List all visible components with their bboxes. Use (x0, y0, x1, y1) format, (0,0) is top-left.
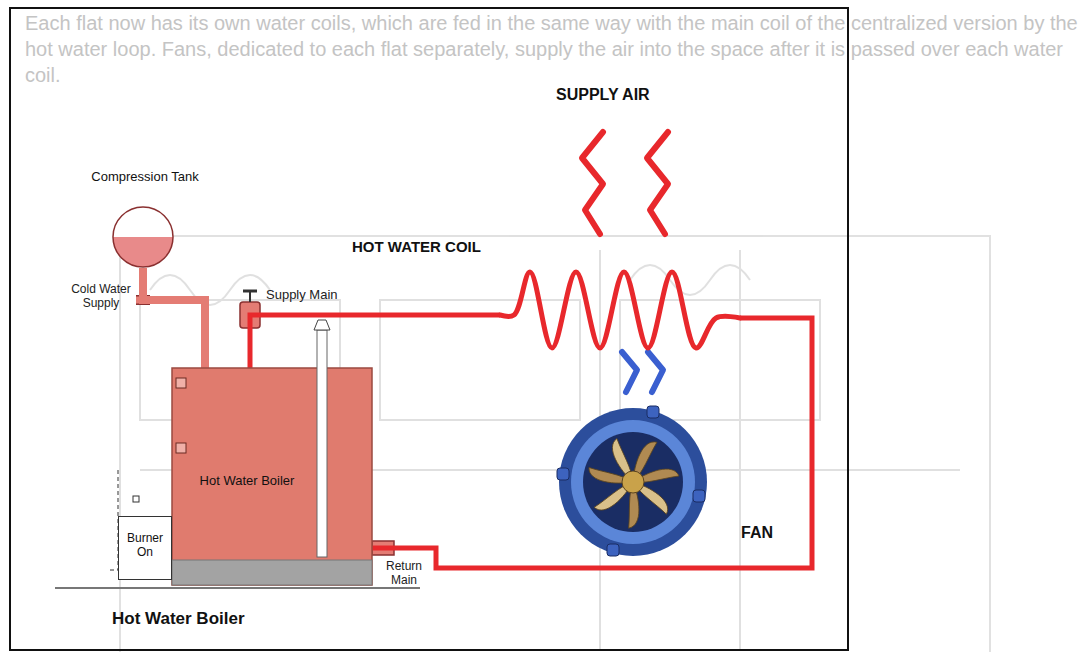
fan-clip (693, 490, 705, 502)
coil-symbol (500, 262, 740, 354)
pipe-label: Return Main (378, 560, 430, 588)
boiler-base (172, 560, 372, 585)
faded-diagram (120, 236, 990, 652)
figure-caption: Hot Water Boiler (112, 609, 332, 629)
tank-node: Compression Tank (70, 170, 223, 268)
fan-housing (559, 408, 707, 556)
floor-line (55, 587, 420, 589)
note-text: Each flat now has its own water coils, w… (25, 10, 1080, 88)
pipe-label: Supply Main (266, 288, 366, 303)
boiler-body (172, 368, 372, 585)
pipe (250, 315, 500, 368)
node-label: HOT WATER COIL (352, 238, 502, 255)
node-label: FAN (741, 524, 797, 542)
tank-outline (113, 207, 173, 267)
pipe-label: Cold Water Supply (70, 283, 132, 311)
fan-clip (647, 406, 659, 418)
fan-node: FAN (545, 400, 800, 565)
fan-clip (557, 468, 569, 480)
fan-hub (622, 471, 644, 493)
node-label: Hot Water Boiler (188, 474, 306, 489)
gauge (176, 443, 186, 453)
fan-shroud (583, 432, 683, 532)
pipe (372, 318, 812, 568)
control-wire (110, 470, 118, 570)
node-label: Compression Tank (70, 170, 220, 185)
boiler-node: Hot Water Boiler (172, 368, 372, 585)
node-label: Burner On (121, 532, 169, 560)
fan (557, 406, 707, 556)
fan-clip (607, 544, 619, 556)
coil-node: HOT WATER COIL (500, 262, 740, 354)
pipe (143, 268, 205, 368)
burner-node: Burner On (118, 516, 172, 580)
supply-air-arrow (582, 132, 668, 234)
fan-ring (571, 420, 695, 544)
burner-box (119, 517, 172, 580)
supply-air-label: SUPPLY AIR (556, 86, 706, 104)
intake-air-arrow (622, 352, 663, 392)
tank-water (113, 237, 173, 267)
frame (10, 8, 848, 650)
inner-tube (317, 330, 327, 557)
gauge (176, 378, 186, 388)
tank-symbol (70, 170, 223, 268)
coil-winding (500, 272, 740, 348)
tube-cap (314, 320, 330, 330)
switch-symbol (133, 496, 139, 502)
tank-body (113, 207, 173, 267)
